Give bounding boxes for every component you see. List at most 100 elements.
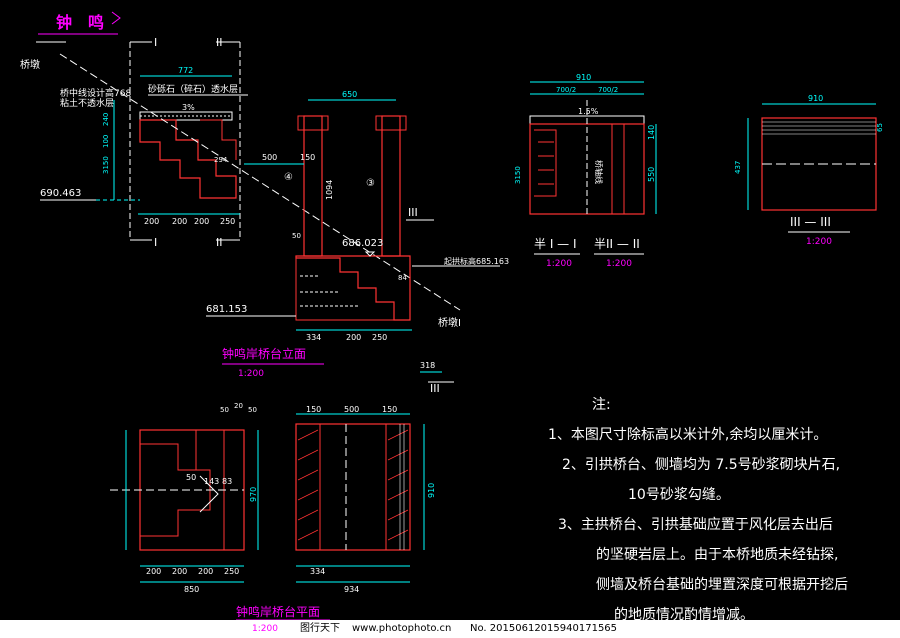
view-title-half-II: 半II — II bbox=[594, 237, 640, 251]
view-scale-half-I: 1:200 bbox=[546, 259, 572, 269]
label-qiaodun-top: 桥墩 bbox=[20, 58, 40, 71]
section-mark-I-bottom: I bbox=[154, 236, 157, 249]
note-line-7: 的地质情况酌情增减。 bbox=[614, 607, 754, 623]
dim-200-plan-c: 200 bbox=[198, 567, 213, 576]
note-gravel-layer: 砂砾石（碎石）透水层 bbox=[148, 83, 238, 95]
dim-200-c: 200 bbox=[194, 217, 209, 226]
half-sections: 910 700/2 700/2 1.5% 桥轴线 140 550 3150 半 … bbox=[514, 73, 657, 269]
dim-200-plan-a: 200 bbox=[146, 567, 161, 576]
drawing-title: 钟 鸣 bbox=[56, 13, 104, 32]
elev-686: 686.023 bbox=[342, 238, 383, 249]
title-mark bbox=[111, 11, 121, 25]
view-title-plan: 钟鸣岸桥台平面 bbox=[236, 604, 320, 619]
section-mark-III-top: III bbox=[408, 206, 418, 219]
plan-right-outline bbox=[295, 423, 411, 551]
dim-318: 318 bbox=[420, 361, 435, 370]
dim-143: 143 bbox=[204, 477, 219, 486]
elevation-left: I I II II 772 桥中线设计高768 粘土不透水层 砂砾石（碎石）透水… bbox=[40, 36, 248, 249]
dim-250-elev: 250 bbox=[372, 333, 387, 342]
dim-650: 650 bbox=[342, 90, 357, 99]
dim-437: 437 bbox=[734, 161, 742, 174]
elev-681: 681.153 bbox=[206, 304, 247, 315]
watermark-bar: 图行天下 www.photophoto.cn No. 2015061201594… bbox=[0, 620, 900, 638]
notes-block: 注: 1、本图尺寸除标高以米计外,余均以厘米计。 2、引拱桥台、侧墙均为 7.5… bbox=[548, 390, 893, 630]
circle-3: ③ bbox=[366, 178, 375, 189]
plan-left-outline bbox=[139, 429, 245, 551]
dim-700-2-a: 700/2 bbox=[556, 86, 576, 94]
start-arch-elev: 起拱标高685.163 bbox=[444, 256, 509, 266]
notes-heading: 注: bbox=[592, 397, 611, 413]
note-axis-height: 桥中线设计高768 bbox=[60, 87, 131, 99]
dim-1094: 1094 bbox=[325, 180, 334, 200]
dim-50-plan-b: 50 bbox=[248, 406, 257, 414]
plan-right: 150 500 150 910 334 934 bbox=[295, 405, 436, 594]
abutment-base bbox=[295, 255, 411, 321]
dim-850: 850 bbox=[184, 585, 199, 594]
section-mark-III-bottom: III bbox=[430, 382, 440, 395]
dim-150-plan-b: 150 bbox=[382, 405, 397, 414]
dim-294: 294 bbox=[214, 156, 228, 164]
note-line-4: 3、主拱桥台、引拱基础应置于风化层去出后 bbox=[558, 517, 833, 533]
plan-left: 50 20 50 50 143 83 970 200 200 200 250 8… bbox=[110, 402, 330, 621]
dim-3150-half: 3150 bbox=[514, 166, 522, 184]
dim-700-2-b: 700/2 bbox=[598, 86, 618, 94]
note-line-3: 10号砂浆勾缝。 bbox=[628, 487, 730, 503]
dim-334-elev: 334 bbox=[306, 333, 321, 342]
watermark-url: www.photophoto.cn bbox=[352, 623, 452, 634]
slope-15pct: 1.5% bbox=[578, 107, 599, 116]
dim-550: 550 bbox=[647, 167, 656, 182]
section-mark-I-top: I bbox=[154, 36, 157, 49]
view-scale-half-II: 1:200 bbox=[606, 259, 632, 269]
dim-334-plan: 334 bbox=[310, 567, 325, 576]
note-line-2: 2、引拱桥台、侧墙均为 7.5号砂浆砌块片石, bbox=[562, 457, 841, 473]
dim-3150-left: 3150 bbox=[102, 156, 110, 174]
watermark-no: No. 20150612015940171565 bbox=[470, 623, 618, 634]
dim-20: 20 bbox=[234, 402, 243, 410]
view-title-III: III — III bbox=[790, 215, 831, 229]
abutment-outline-left bbox=[139, 119, 237, 199]
dim-84: 84 bbox=[398, 274, 407, 282]
watermark-site: 图行天下 bbox=[300, 623, 340, 634]
side-wall-left bbox=[303, 115, 323, 257]
dim-500-elev: 500 bbox=[262, 153, 277, 162]
note-line-5: 的坚硬岩层上。由于本桥地质未经钻探, bbox=[596, 547, 839, 563]
dim-910-III: 910 bbox=[808, 94, 823, 103]
dim-83: 83 bbox=[222, 477, 232, 486]
side-wall-right bbox=[381, 115, 401, 257]
dim-65: 65 bbox=[876, 123, 884, 132]
dim-140: 140 bbox=[647, 125, 656, 140]
dim-910-plan: 910 bbox=[427, 483, 436, 498]
dim-200-elev: 200 bbox=[346, 333, 361, 342]
dim-250-plan: 250 bbox=[224, 567, 239, 576]
dim-250-a: 250 bbox=[220, 217, 235, 226]
elevation-centre: 650 ④ ③ 500 150 1094 50 686.023 起拱标高685.… bbox=[206, 90, 509, 395]
dim-50-plan-a: 50 bbox=[220, 406, 229, 414]
dim-50-elev: 50 bbox=[292, 232, 301, 240]
label-qiaodun-mid: 桥墩I bbox=[438, 316, 461, 329]
view-title-half-I: 半 I — I bbox=[534, 237, 577, 251]
dim-200-a: 200 bbox=[144, 217, 159, 226]
dim-50-plan-c: 50 bbox=[186, 473, 196, 482]
section-mark-II-bottom: II bbox=[216, 236, 223, 249]
dim-150-elev: 150 bbox=[300, 153, 315, 162]
note-line-1: 1、本图尺寸除标高以米计外,余均以厘米计。 bbox=[548, 427, 828, 443]
note-line-6: 侧墙及桥台基础的埋置深度可根据开挖后 bbox=[596, 577, 848, 593]
elev-690: 690.463 bbox=[40, 188, 81, 199]
view-scale-III: 1:200 bbox=[806, 237, 832, 247]
circle-4: ④ bbox=[284, 172, 293, 183]
dim-200-plan-b: 200 bbox=[172, 567, 187, 576]
section-III: 910 437 65 III — III 1:200 bbox=[734, 94, 884, 247]
dim-240: 240 bbox=[102, 113, 110, 126]
axis-line-label: 桥轴线 bbox=[594, 160, 604, 184]
slope-3pct: 3% bbox=[182, 103, 195, 112]
view-title-elevation: 钟鸣岸桥台立面 bbox=[222, 346, 306, 361]
note-clay-layer: 粘土不透水层 bbox=[60, 97, 114, 109]
dim-200-b: 200 bbox=[172, 217, 187, 226]
view-scale-plan: 1:200 bbox=[252, 624, 278, 634]
dim-100: 100 bbox=[102, 135, 110, 148]
bridge-axis-diagonal bbox=[59, 53, 461, 311]
view-scale-elevation: 1:200 bbox=[238, 369, 264, 379]
dim-772: 772 bbox=[178, 66, 193, 75]
